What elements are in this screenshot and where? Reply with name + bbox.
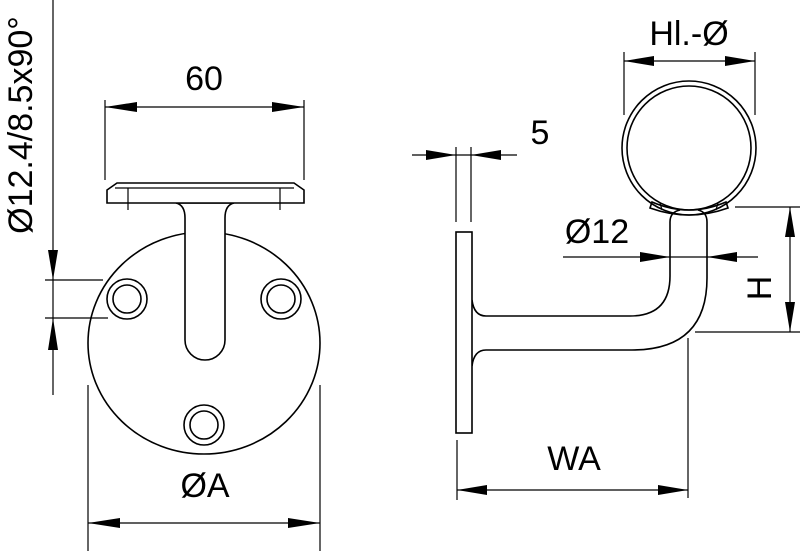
arrowhead bbox=[471, 150, 501, 160]
arrowhead bbox=[288, 518, 320, 528]
arrowhead bbox=[48, 318, 58, 350]
saddle-plate bbox=[106, 182, 305, 204]
handrail-outer bbox=[621, 80, 757, 216]
arrowhead bbox=[426, 150, 456, 160]
saddle bbox=[648, 200, 730, 216]
side-view: 5 Hl.-Ø Ø12 H WA bbox=[412, 15, 800, 500]
bracket-stem bbox=[175, 202, 235, 361]
mounting-hole bbox=[260, 278, 302, 320]
rod-diameter-label: Ø12 bbox=[565, 213, 629, 251]
handrail-diameter-label: Hl.-Ø bbox=[649, 15, 728, 53]
arrowhead bbox=[640, 252, 670, 262]
arrowhead bbox=[785, 207, 795, 237]
front-view: Ø12.4/8.5x90° 60 ØA bbox=[2, 0, 321, 551]
height-label: H bbox=[741, 276, 779, 301]
arrowhead bbox=[48, 250, 58, 280]
arrowhead bbox=[88, 518, 120, 528]
plate-thickness-label: 5 bbox=[531, 114, 550, 152]
width-label: 60 bbox=[185, 60, 223, 98]
wall-distance-label: WA bbox=[547, 440, 601, 478]
bracket-arm-outer-edge bbox=[471, 209, 708, 367]
handrail-inner bbox=[626, 85, 752, 211]
mounting-hole bbox=[106, 278, 148, 320]
arrowhead bbox=[707, 252, 737, 262]
hole-spec-label: Ø12.4/8.5x90° bbox=[2, 16, 40, 234]
wall-plate bbox=[455, 231, 473, 434]
base-diameter-label: ØA bbox=[180, 467, 229, 505]
mounting-hole bbox=[183, 404, 225, 446]
arrowhead bbox=[624, 56, 654, 66]
arrowhead bbox=[105, 102, 137, 112]
saddle-tab bbox=[715, 202, 719, 211]
bracket-arm-inner-edge bbox=[471, 209, 681, 317]
arrowhead bbox=[658, 485, 688, 495]
arrowhead bbox=[457, 485, 487, 495]
saddle-tab bbox=[659, 202, 663, 211]
arrowhead bbox=[725, 56, 755, 66]
arrowhead bbox=[272, 102, 304, 112]
arrowhead bbox=[785, 302, 795, 332]
